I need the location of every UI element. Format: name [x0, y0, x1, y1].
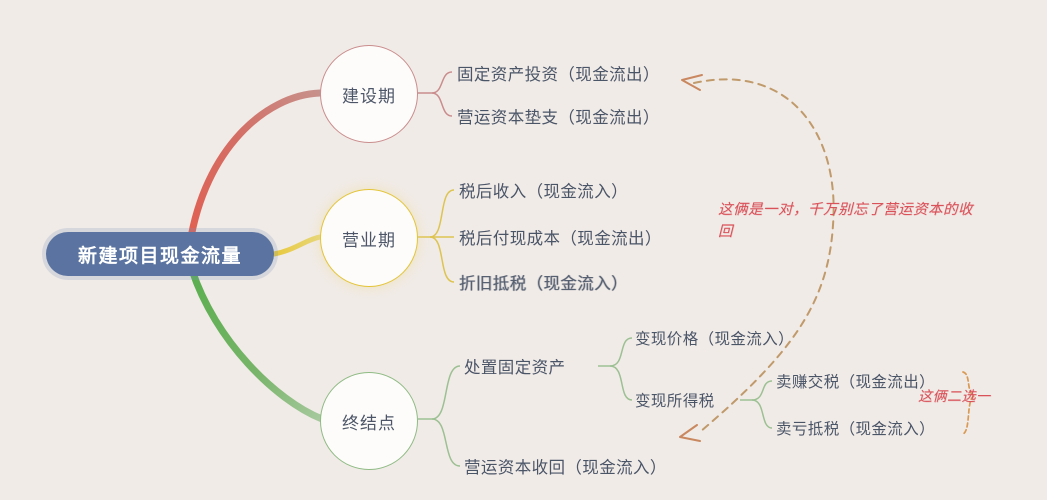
branch-node-construction-label: 建设期: [342, 86, 396, 106]
branch-node-construction[interactable]: 建设期: [320, 45, 418, 143]
root-node[interactable]: 新建项目现金流量: [46, 232, 274, 276]
branch-node-termination[interactable]: 终结点: [320, 372, 418, 470]
annotation-pair-note: 这俩是一对，千万别忘了营运资本的收回: [718, 202, 973, 240]
leaf-fixed-asset-investment[interactable]: 固定资产投资（现金流出）: [457, 66, 660, 84]
branch-node-termination-label: 终结点: [342, 413, 396, 433]
leaf-dispose-fixed-asset[interactable]: 处置固定资产: [464, 359, 566, 377]
branch-node-operation[interactable]: 营业期: [320, 189, 418, 287]
leaf-depreciation-tax-shield[interactable]: 折旧抵税（现金流入）: [459, 275, 628, 293]
leaf-after-tax-revenue[interactable]: 税后收入（现金流入）: [459, 183, 628, 201]
leaf-liquidation-price[interactable]: 变现价格（现金流入）: [635, 331, 795, 348]
leaf-liquidation-income-tax[interactable]: 变现所得税: [635, 393, 715, 410]
leaf-working-capital-recovery[interactable]: 营运资本收回（现金流入）: [464, 459, 667, 477]
annotation-pick-one-note: 这俩二选一: [918, 389, 991, 405]
leaf-working-capital-advance[interactable]: 营运资本垫支（现金流出）: [457, 109, 660, 127]
root-node-label: 新建项目现金流量: [77, 245, 242, 267]
branch-node-operation-label: 营业期: [342, 230, 396, 250]
leaf-after-tax-cash-cost[interactable]: 税后付现成本（现金流出）: [459, 230, 662, 248]
leaf-gain-pays-tax[interactable]: 卖赚交税（现金流出）: [776, 374, 936, 391]
leaf-loss-saves-tax[interactable]: 卖亏抵税（现金流入）: [776, 421, 936, 438]
